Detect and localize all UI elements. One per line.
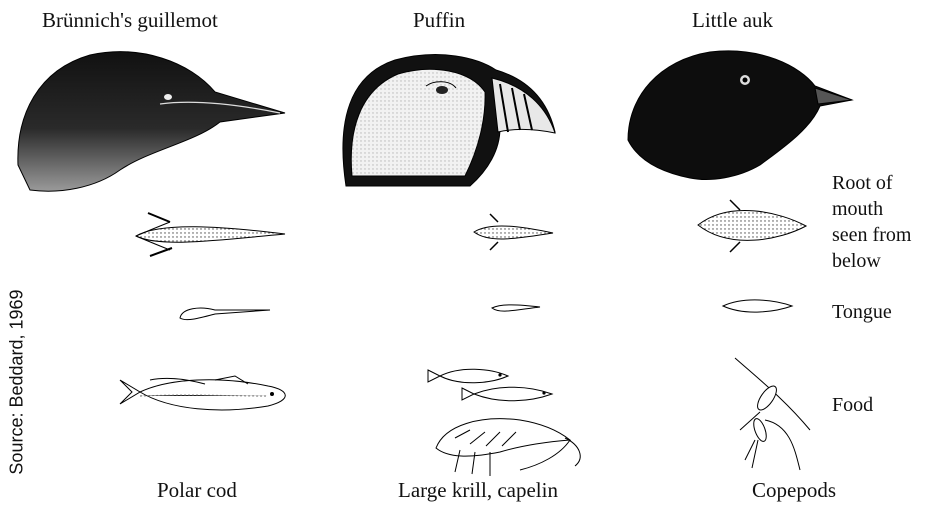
guillemot-mouth-root-illustration	[136, 213, 285, 256]
guillemot-tongue-illustration	[180, 308, 270, 320]
little-auk-head-illustration	[628, 51, 852, 180]
little-auk-mouth-root-illustration	[698, 200, 806, 252]
puffin-mouth-root-illustration	[474, 214, 553, 250]
little-auk-tongue-illustration	[723, 300, 792, 312]
polar-cod-illustration	[120, 376, 285, 410]
capelin-illustration	[428, 369, 552, 401]
copepods-illustration	[735, 358, 810, 470]
krill-illustration	[436, 419, 580, 476]
puffin-tongue-illustration	[492, 305, 540, 311]
puffin-head-illustration	[343, 55, 555, 186]
